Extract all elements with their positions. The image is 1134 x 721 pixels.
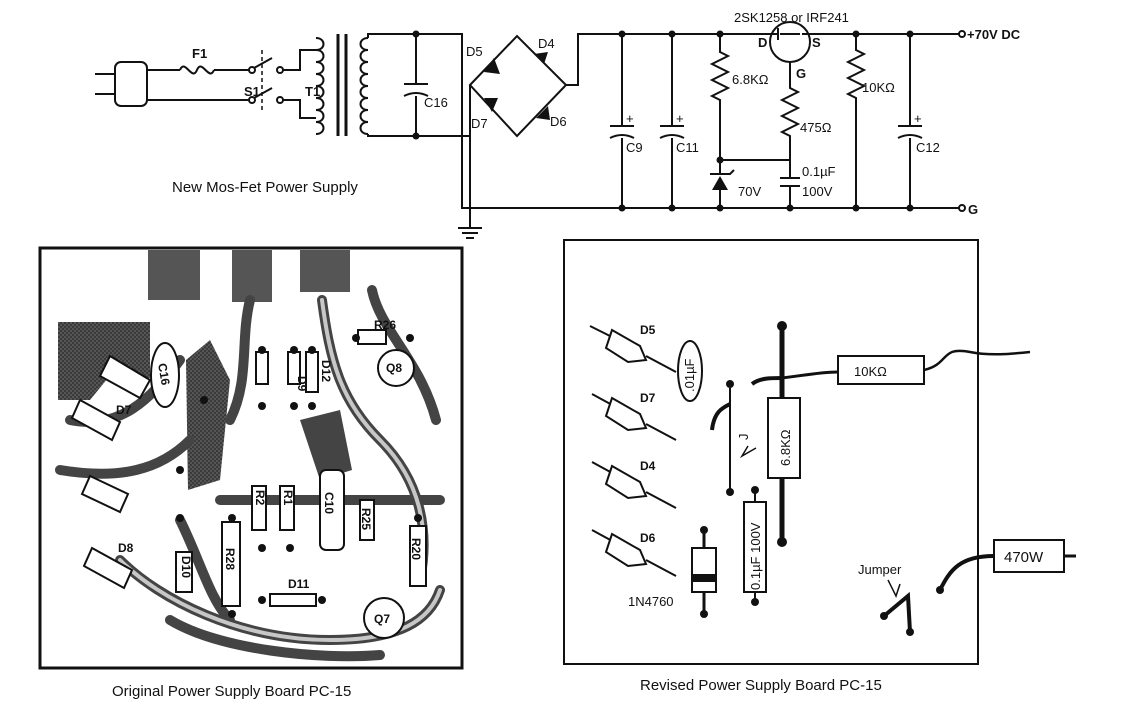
label-cap-01-v: 100V <box>802 184 833 199</box>
rev-label-jumper: Jumper <box>858 562 902 577</box>
rev-label-cap-01-100: 0.1µF 100V <box>748 522 763 590</box>
orig-label-13: R25 <box>359 508 373 530</box>
label-d6: D6 <box>550 114 567 129</box>
switch-icon <box>253 57 273 69</box>
rev-label-zener: 1N4760 <box>628 594 674 609</box>
label-d7: D7 <box>471 116 488 131</box>
label-r-475: 475Ω <box>800 120 832 135</box>
original-board-caption: Original Power Supply Board PC-15 <box>112 683 351 700</box>
rev-label-r-68k: 6.8KΩ <box>778 429 793 466</box>
orig-label-8: D10 <box>179 556 193 578</box>
label-t1: T1 <box>305 84 320 99</box>
rev-label-cap-01: .01µF <box>682 358 697 392</box>
orig-label-2: D8 <box>118 541 134 555</box>
original-board: C16 D7 D8 R26 Q8 D12 D9 R2 D10 R28 D11 R… <box>38 246 464 700</box>
label-c9: C9 <box>626 140 643 155</box>
orig-label-10: D11 <box>288 577 310 591</box>
fuse-icon <box>179 65 215 75</box>
rev-label-r-10k: 10KΩ <box>854 364 887 379</box>
transformer-icon <box>315 34 369 136</box>
label-r-68k: 6.8KΩ <box>732 72 769 87</box>
schematic-caption: New Mos-Fet Power Supply <box>172 179 358 196</box>
orig-label-9: R28 <box>223 548 237 570</box>
orig-label-3: R26 <box>374 318 396 332</box>
label-c16: C16 <box>424 95 448 110</box>
orig-label-5: D12 <box>319 360 333 382</box>
schematic-labels: F1 S1 T1 C16 D5 D4 D7 D6 + C9 + C11 6.8K… <box>172 10 1021 217</box>
rev-label-d5: D5 <box>640 323 656 337</box>
label-f1: F1 <box>192 46 207 61</box>
mosfet-icon <box>769 21 811 63</box>
plug-icon <box>95 61 148 107</box>
label-cap-01: 0.1µF <box>802 164 836 179</box>
orig-label-1: D7 <box>116 403 132 417</box>
orig-label-4: Q8 <box>386 361 402 375</box>
label-mos-s: S <box>812 35 821 50</box>
revised-board-caption: Revised Power Supply Board PC-15 <box>640 677 882 694</box>
label-c11: C11 <box>676 140 699 155</box>
orig-label-0: C16 <box>155 362 173 386</box>
ground-icon <box>458 208 482 239</box>
label-r-10k: 10KΩ <box>862 80 895 95</box>
zener-icon <box>712 176 728 190</box>
rev-label-r-470: 470W <box>1004 549 1044 566</box>
label-zener: 70V <box>738 184 761 199</box>
label-s1: S1 <box>244 84 260 99</box>
label-c12: C12 <box>916 140 940 155</box>
orig-label-14: R20 <box>409 538 423 560</box>
rev-label-d4: D4 <box>640 459 656 473</box>
orig-label-11: R1 <box>281 490 295 506</box>
rev-label-jumper-j: J <box>736 434 751 441</box>
label-mos-g: G <box>796 66 806 81</box>
label-out-pos: +70V DC <box>967 27 1021 42</box>
label-plus-c9: + <box>626 111 634 126</box>
revised-board: D5 D7 D4 D6 .01µF 10KΩ 6.8KΩ J 0.1µF 100… <box>563 239 1076 694</box>
label-d5: D5 <box>466 44 483 59</box>
schematic <box>95 21 966 239</box>
label-out-gnd: G <box>968 202 978 217</box>
orig-label-15: Q7 <box>374 612 390 626</box>
label-mosfet: 2SK1258 or IRF241 <box>734 10 849 25</box>
orig-label-6: D9 <box>295 376 309 392</box>
orig-label-7: R2 <box>253 490 267 506</box>
label-plus-c12: + <box>914 111 922 126</box>
label-d4: D4 <box>538 36 555 51</box>
rev-label-d6: D6 <box>640 531 656 545</box>
orig-label-12: C10 <box>322 492 336 514</box>
rev-label-d7: D7 <box>640 391 656 405</box>
label-mos-d: D <box>758 35 767 50</box>
label-plus-c11: + <box>676 111 684 126</box>
